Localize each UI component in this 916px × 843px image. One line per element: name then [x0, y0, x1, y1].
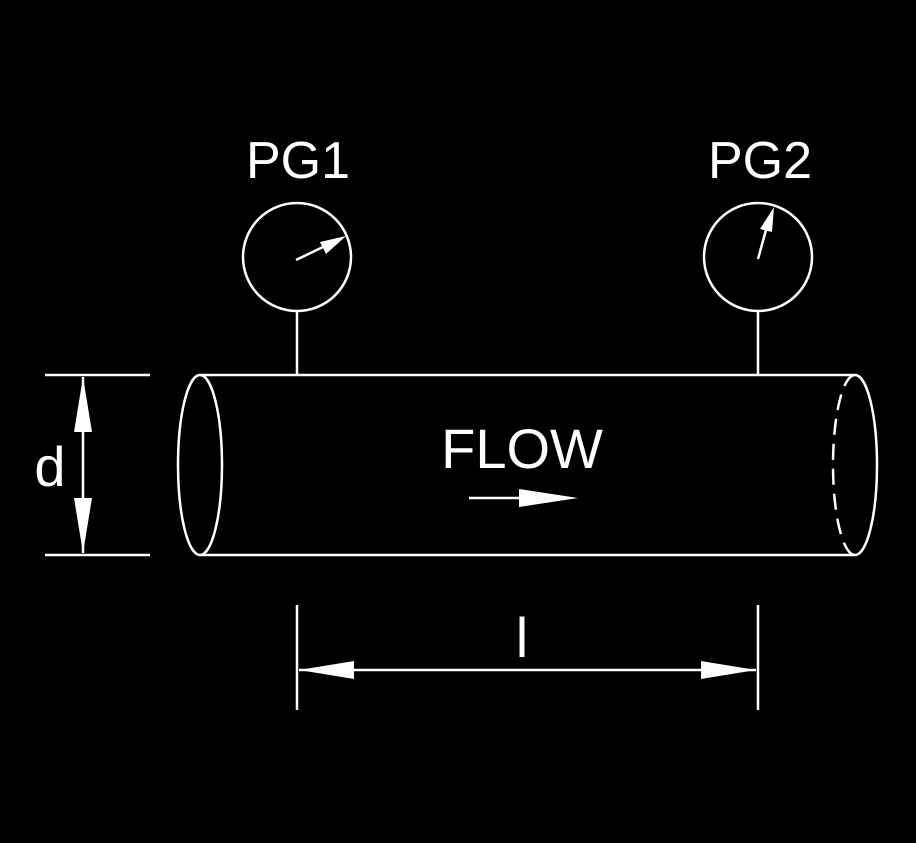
pressure-gauge-1: PG1: [241, 132, 353, 375]
pressure-gauge-2: PG2: [702, 132, 814, 375]
pipe: [176, 373, 879, 557]
length-dimension: l: [295, 605, 760, 710]
flow-arrow-icon: [519, 489, 578, 507]
pg1-needle: [295, 244, 326, 262]
length-arrow-right-icon: [701, 661, 756, 679]
diameter-label: d: [34, 435, 65, 498]
pg2-needle-arrowhead-icon: [760, 207, 774, 232]
pipe-left-end: [176, 373, 224, 557]
pg2-label: PG2: [708, 132, 812, 190]
pg1-label: PG1: [246, 132, 350, 190]
pg2-needle: [756, 229, 768, 260]
diameter-dimension: d: [34, 373, 150, 557]
flow-indicator: FLOW: [441, 417, 603, 507]
diameter-arrow-up-icon: [74, 377, 92, 432]
pg1-dial: [241, 201, 353, 313]
pipe-right-end-visible: [854, 373, 879, 557]
pg1-needle-arrowhead-icon: [320, 236, 346, 254]
flow-label: FLOW: [441, 417, 603, 480]
length-label: l: [516, 606, 528, 669]
length-arrow-left-icon: [299, 661, 354, 679]
diameter-arrow-down-icon: [74, 498, 92, 553]
pipe-right-end-hidden: [831, 373, 856, 557]
